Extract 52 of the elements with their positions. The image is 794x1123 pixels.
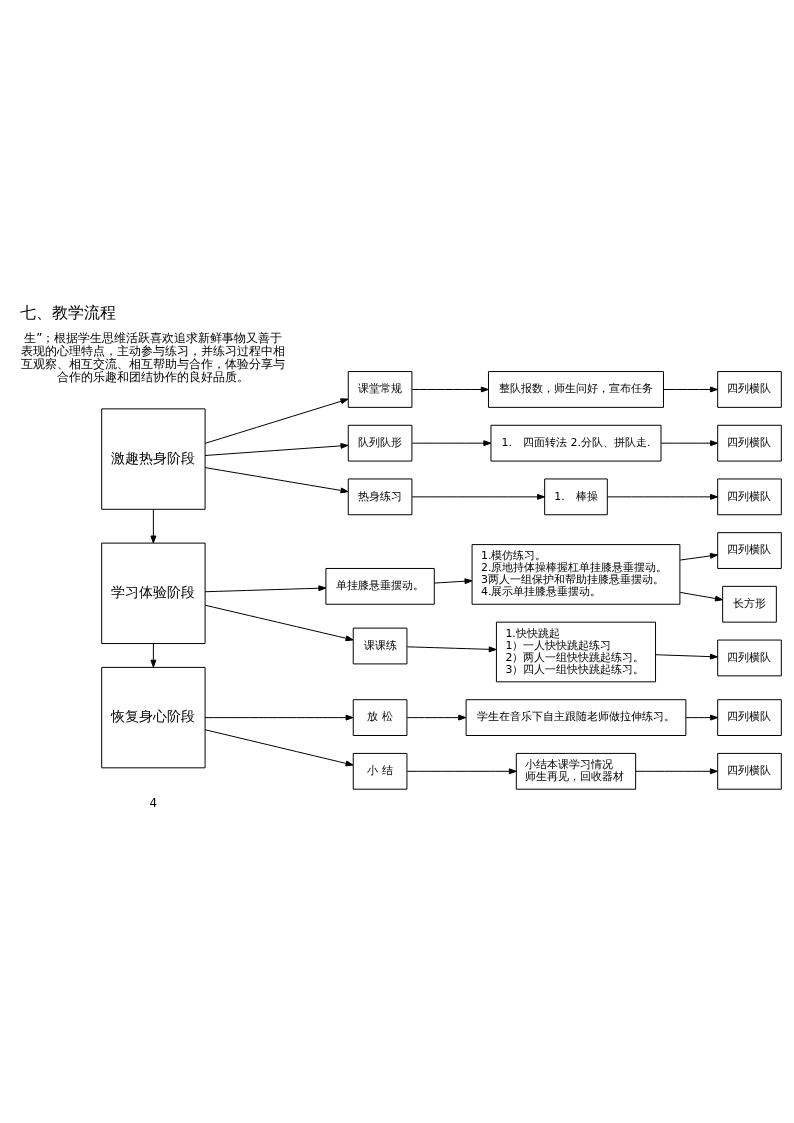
arrow (679, 552, 718, 561)
node-box: 四列横队 (717, 532, 782, 569)
node-box: 学生在音乐下自主跟随老师做拉伸练习。 (465, 699, 687, 736)
node-box: 1.快快跳起 1）一人快快跳起练习 2）两人一组快快跳起练习。 3）四人一组快快跳起练习。 (495, 621, 657, 683)
arrow (204, 585, 327, 593)
arrow (411, 440, 492, 447)
arrow (660, 440, 719, 447)
arrow (204, 714, 354, 721)
node-box: 课课练 (352, 627, 408, 665)
arrow (204, 467, 349, 494)
arrow (204, 442, 349, 456)
label: 生”；根据学生思维活跃喜欢追求新鲜事物又善于表现的心理特点，主动参与练习，并练习过程中相互观察、相互交流、相互帮助与合作，体验分享与合作的乐趣和团结协作的良好品质。 (21, 331, 286, 385)
arrow (411, 386, 489, 393)
arrow (655, 653, 718, 660)
node-box: 激趣热身阶段 (101, 408, 206, 510)
node-box: 队列队形 (347, 424, 413, 462)
arrow (679, 591, 723, 602)
arrow (406, 646, 497, 653)
node-box: 学习体验阶段 (101, 542, 206, 645)
node-box: 小结本课学习情况 师生再见，回收器材 (515, 752, 637, 790)
arrow (635, 768, 718, 775)
node-box: 四列横队 (717, 424, 782, 462)
arrow (150, 643, 157, 668)
node-box: 热身练习 (347, 478, 413, 516)
node-box: 四列横队 (717, 752, 782, 790)
diagram-title: 七、教学流程 (19, 302, 116, 322)
node-box: 课堂常规 (347, 371, 413, 408)
node-box: 1. 四面转法 2.分队、拼队走. (490, 424, 662, 462)
label: 4 (149, 796, 158, 811)
arrow (406, 714, 467, 721)
arrow (150, 509, 157, 544)
node-box: 整队报数，师生问好，宣布任务 (488, 371, 664, 408)
node-box: 恢复身心阶段 (101, 666, 206, 769)
arrow (411, 493, 546, 500)
arrow (433, 578, 473, 585)
node-box: 放 松 (352, 699, 408, 736)
arrow (204, 729, 354, 767)
node-box: 长方形 (722, 585, 777, 623)
node-box: 小 结 (352, 752, 408, 790)
node-box: 单挂膝悬垂摆动。 (325, 567, 435, 605)
arrow (204, 604, 354, 642)
arrow (663, 386, 718, 393)
arrow (406, 768, 517, 775)
node-box: 四列横队 (717, 699, 782, 736)
node-box: 四列横队 (717, 639, 782, 677)
node-box: 四列横队 (717, 478, 782, 516)
node-box: 1. 棒操 (544, 478, 608, 516)
arrow (685, 714, 719, 721)
node-box: 1.模仿练习。 2.原地持体操棒握杠单挂膝悬垂摆动。 3两人一组保护和帮助挂膝悬垂摆动。 4.展示单挂膝悬垂摆动。 (471, 544, 681, 605)
arrow (607, 493, 719, 500)
arrow (204, 398, 349, 444)
node-box: 四列横队 (717, 371, 782, 408)
